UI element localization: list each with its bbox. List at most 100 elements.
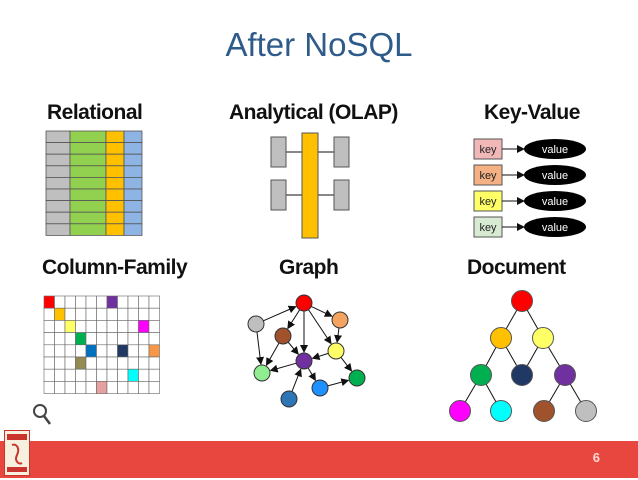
column-family-cell-filled: [75, 356, 87, 370]
kv-value-ellipse: [524, 139, 586, 159]
column-family-cell: [43, 368, 55, 382]
relational-cell: [123, 176, 143, 190]
relational-cell: [45, 153, 71, 167]
column-family-cell: [43, 332, 55, 346]
olap-box: [333, 136, 350, 168]
column-family-cell: [148, 356, 160, 370]
relational-cell: [123, 153, 143, 167]
relational-table: [45, 130, 143, 236]
column-family-cell: [127, 295, 139, 309]
column-family-cell: [64, 307, 76, 321]
graph-node: [274, 327, 292, 345]
relational-cell: [123, 142, 143, 155]
graph-node: [327, 342, 345, 360]
graph-edge: [269, 362, 297, 373]
column-family-cell: [96, 344, 108, 358]
column-family-cell-filled: [85, 344, 97, 358]
column-family-cell: [85, 381, 97, 394]
document-node: [532, 327, 554, 349]
relational-cell: [105, 188, 125, 202]
column-family-cell: [54, 356, 66, 370]
document-node: [470, 364, 492, 386]
graph-node: [253, 364, 271, 382]
relational-cell: [69, 211, 107, 225]
column-family-cell: [138, 344, 150, 358]
column-family-cell: [148, 381, 160, 394]
footer-bar: 6: [0, 441, 638, 478]
olap-label: Analytical (OLAP): [229, 101, 398, 124]
graph-diagram: [247, 294, 366, 408]
column-family-cell: [85, 332, 97, 346]
relational-cell: [69, 165, 107, 178]
column-family-cell: [43, 320, 55, 333]
relational-cell: [45, 223, 71, 236]
graph-edge: [340, 357, 353, 372]
kv-value-label: value: [542, 196, 568, 208]
relational-cell: [45, 130, 71, 144]
kv-key-label: key: [479, 222, 497, 234]
relational-cell: [45, 142, 71, 155]
graph-node: [295, 352, 313, 370]
column-family-cell: [54, 368, 66, 382]
column-family-cell: [138, 356, 150, 370]
column-family-cell-filled: [138, 320, 150, 333]
kv-key-label: key: [479, 144, 497, 156]
column-family-cell: [96, 356, 108, 370]
graph-node: [295, 294, 313, 312]
column-family-cell: [96, 368, 108, 382]
kv-value-label: value: [542, 170, 568, 182]
relational-cell: [105, 223, 125, 236]
relational-cell: [69, 130, 107, 144]
column-family-cell-filled: [117, 344, 129, 358]
column-family-grid: [43, 295, 160, 394]
kv-value-ellipse: [524, 191, 586, 211]
column-family-cell: [117, 320, 129, 333]
column-family-cell: [43, 344, 55, 358]
relational-cell: [45, 200, 71, 213]
column-family-cell: [148, 295, 160, 309]
kv-value-label: value: [542, 144, 568, 156]
column-family-cell: [96, 332, 108, 346]
column-family-cell: [96, 320, 108, 333]
column-family-cell: [138, 307, 150, 321]
graph-node: [348, 369, 366, 387]
column-family-cell: [117, 356, 129, 370]
relational-cell: [105, 176, 125, 190]
column-family-cell: [75, 344, 87, 358]
column-family-cell-filled: [75, 332, 87, 346]
relational-cell: [105, 200, 125, 213]
column-family-cell: [75, 307, 87, 321]
column-family-cell: [64, 381, 76, 394]
column-family-cell: [127, 381, 139, 394]
column-family-cell: [127, 320, 139, 333]
relational-cell: [123, 165, 143, 178]
column-family-cell: [138, 368, 150, 382]
kv-value-ellipse: [524, 165, 586, 185]
column-family-cell: [96, 307, 108, 321]
graph-edge: [256, 331, 265, 366]
document-label: Document: [467, 256, 566, 279]
magnifier-icon: [33, 404, 51, 425]
column-family-cell: [106, 368, 118, 382]
column-family-cell: [138, 332, 150, 346]
column-family-cell: [117, 307, 129, 321]
relational-label: Relational: [47, 101, 143, 124]
kv-value-ellipse: [524, 217, 586, 237]
document-node: [554, 364, 576, 386]
document-node: [575, 400, 597, 422]
column-family-cell: [75, 320, 87, 333]
graph-edge: [287, 341, 299, 355]
university-logo: [4, 430, 30, 476]
column-family-cell: [106, 344, 118, 358]
relational-cell: [69, 200, 107, 213]
graph-edge: [308, 309, 332, 345]
relational-cell: [123, 211, 143, 225]
column-family-cell: [106, 356, 118, 370]
relational-cell: [69, 188, 107, 202]
kv-key-label: key: [479, 196, 497, 208]
column-family-cell: [138, 295, 150, 309]
column-family-cell-filled: [43, 295, 55, 309]
column-family-cell: [148, 307, 160, 321]
